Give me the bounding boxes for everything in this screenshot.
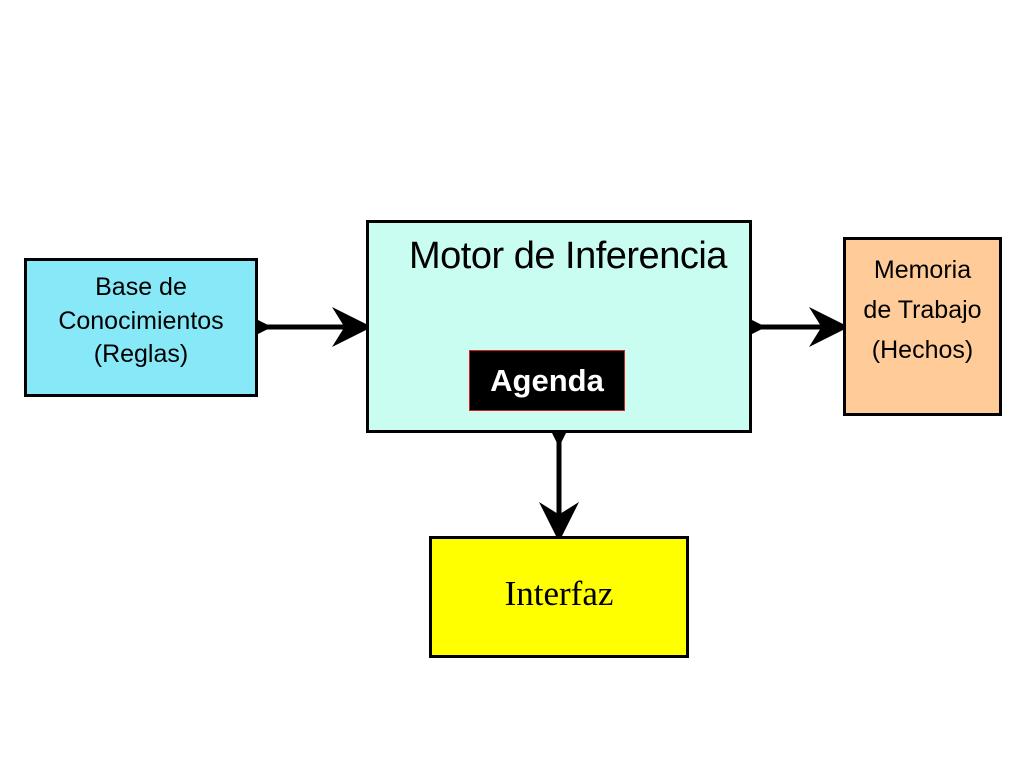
working-memory-line3: (Hechos) (871, 336, 974, 364)
working-memory-line1: Memoria (873, 256, 972, 284)
knowledge-base-box: Base de Conocimientos (Reglas) (24, 258, 258, 397)
inference-engine-box: Motor de Inferencia Agenda (366, 220, 752, 433)
knowledge-base-line2: Conocimientos (58, 306, 224, 335)
interface-box: Interfaz (429, 536, 689, 658)
agenda-box: Agenda (469, 350, 625, 411)
working-memory-line2: de Trabajo (863, 296, 982, 324)
knowledge-base-line1: Base de (95, 273, 187, 302)
knowledge-base-line3: (Reglas) (93, 340, 189, 369)
inference-engine-title: Motor de Inferencia (409, 235, 727, 277)
interface-label: Interfaz (504, 574, 614, 613)
working-memory-box: Memoria de Trabajo (Hechos) (843, 237, 1002, 416)
